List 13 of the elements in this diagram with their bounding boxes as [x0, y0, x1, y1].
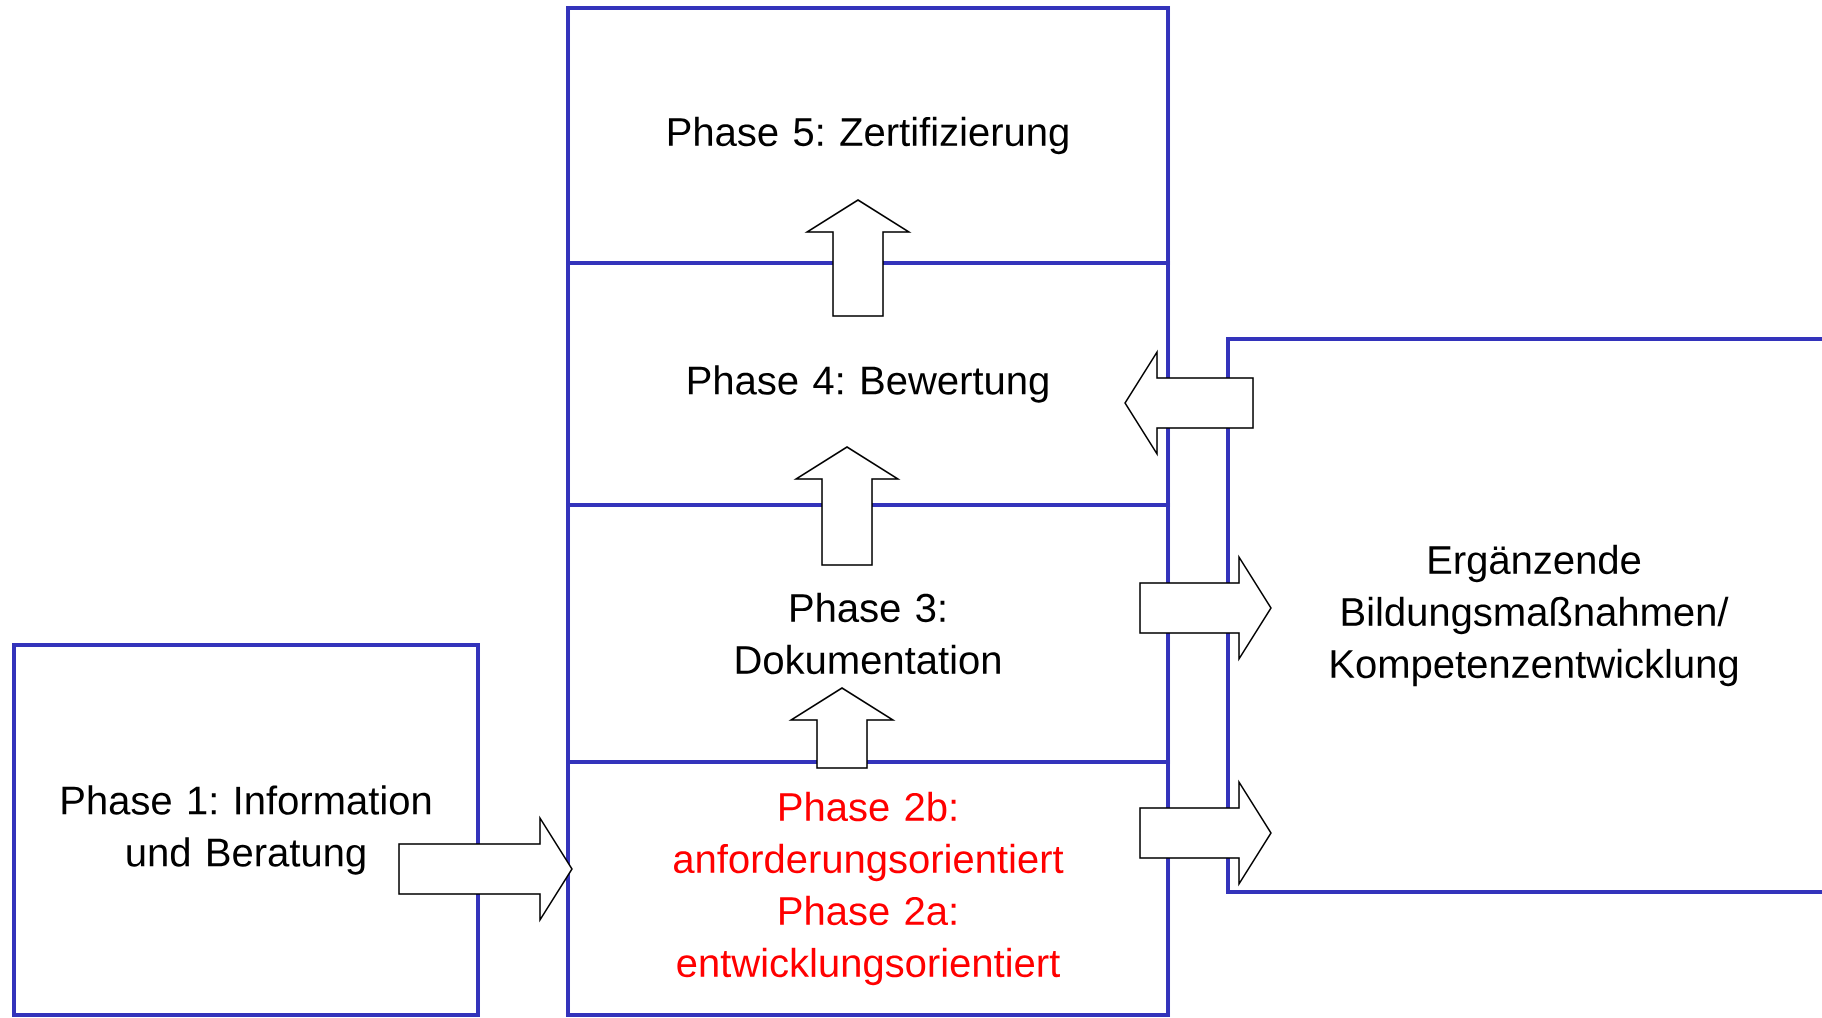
block-arrow [1139, 779, 1272, 887]
process-box: Phase 4: Bewertung [566, 261, 1170, 507]
block-arrow [793, 446, 901, 566]
block-arrow [788, 687, 896, 769]
block-arrow [398, 815, 573, 923]
process-box: Ergänzende Bildungsmaßnahmen/ Kompetenzentwicklung [1226, 337, 1822, 894]
block-arrow [1139, 554, 1272, 662]
process-box: Phase 5: Zertifizierung [566, 6, 1170, 265]
process-box: Phase 3: Dokumentation [566, 503, 1170, 764]
block-arrow [804, 199, 912, 317]
process-box: Phase 2b: anforderungsorientiert Phase 2a: entwicklungsorientiert [566, 760, 1170, 1017]
process-box: Phase 1: Information und Beratung [12, 643, 480, 1017]
block-arrow [1124, 349, 1254, 457]
